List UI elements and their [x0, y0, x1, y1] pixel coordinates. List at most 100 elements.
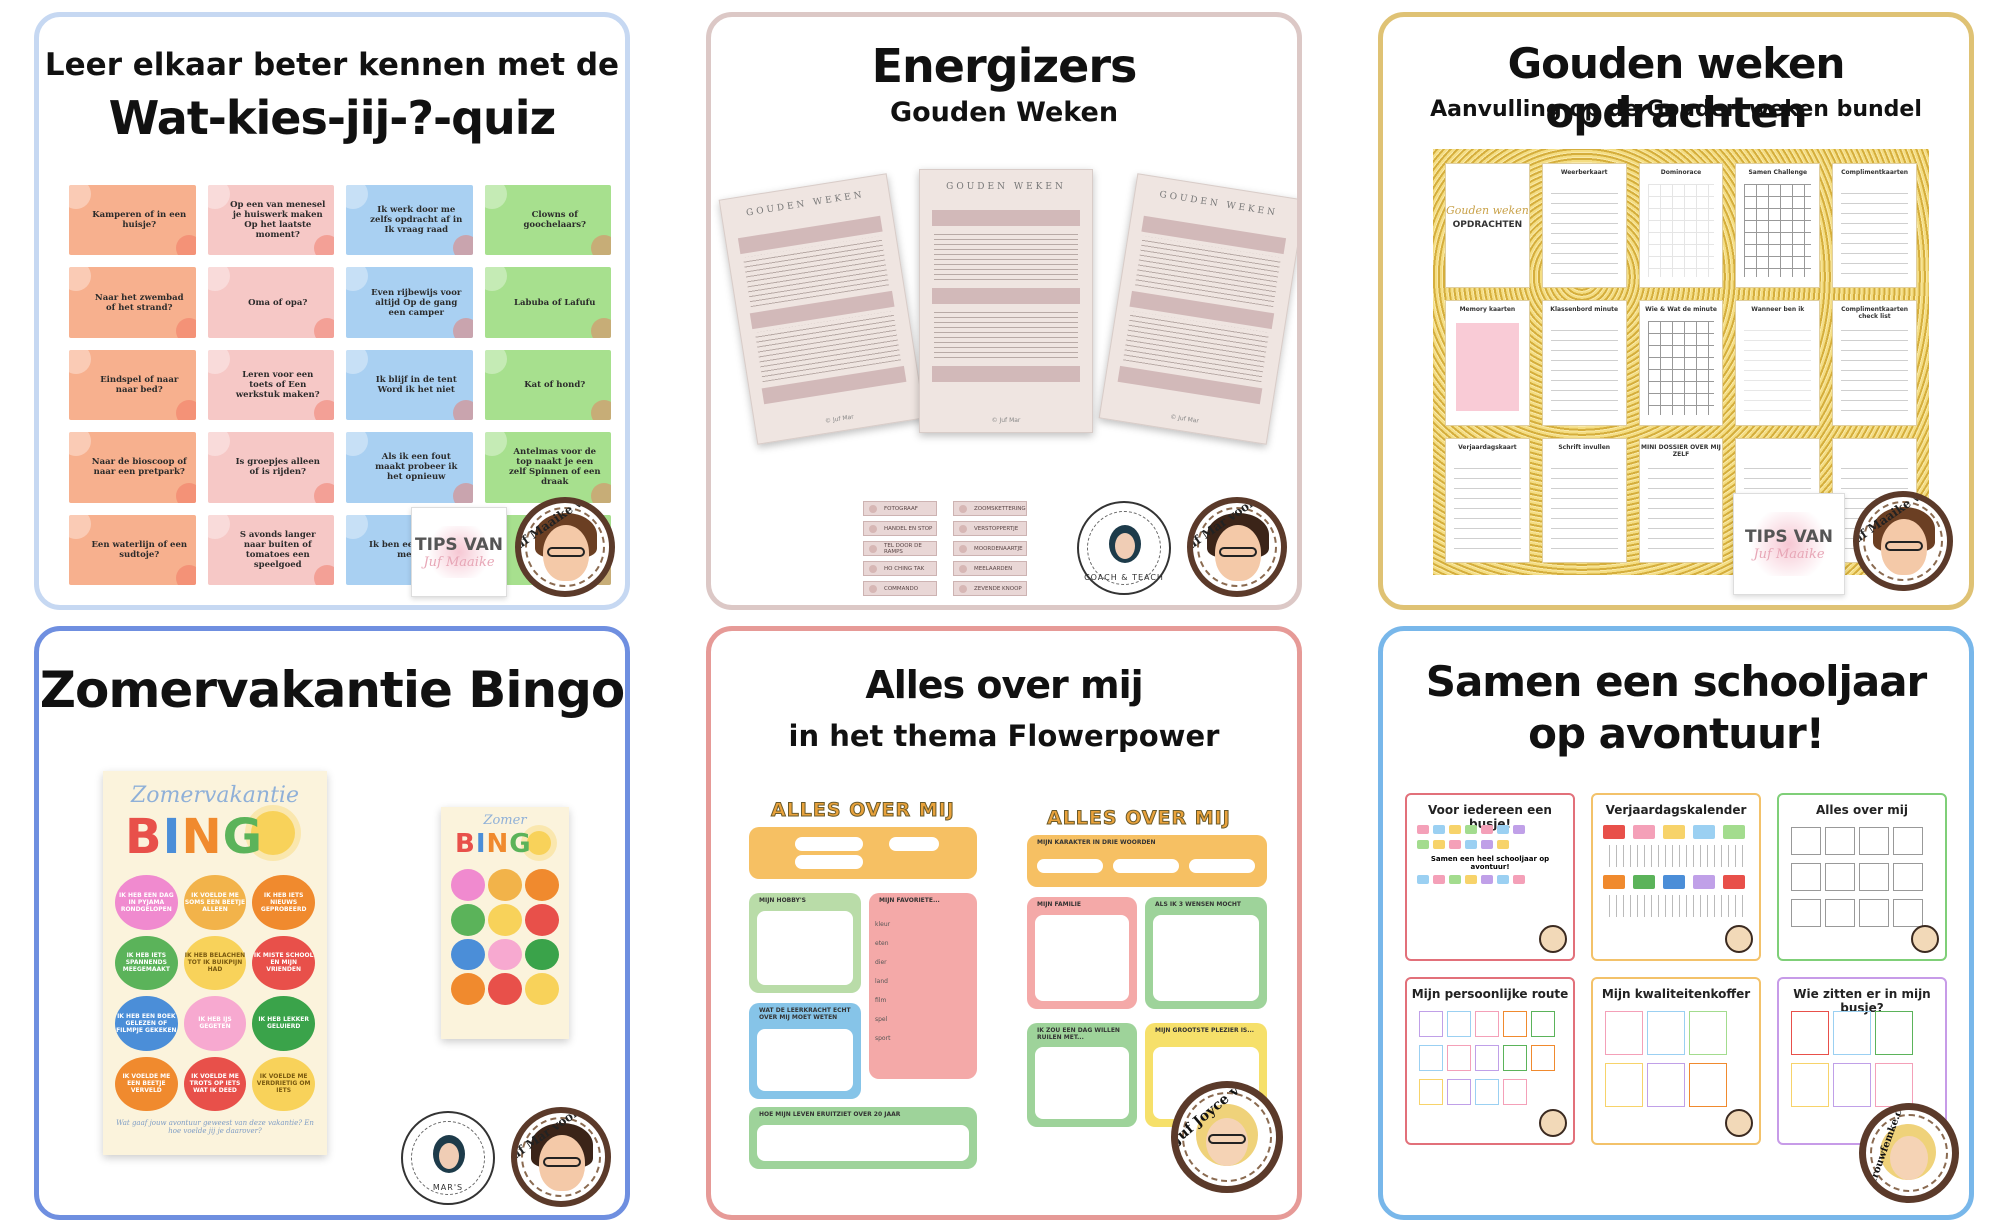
- wishes-box: ALS IK 3 WENSEN MOCHT: [1145, 897, 1267, 1009]
- quiz-cell: Kat of hond?: [484, 349, 611, 421]
- swap-box: IK ZOU EEN DAG WILLEN RUILEN MET...: [1027, 1023, 1137, 1127]
- energizer-chip: HO CHING TAK: [863, 561, 937, 576]
- quiz-cell: Leren voor een toets of Een werkstuk mak…: [207, 349, 334, 421]
- gouden-page: Schrift invullen: [1541, 437, 1627, 563]
- energizer-chip: HANDEL EN STOP: [863, 521, 937, 536]
- bingo-card[interactable]: Zomervakantie Bingo Zomervakantie BING I…: [34, 626, 630, 1220]
- gouden-page: Complimentkaarten check list: [1832, 300, 1917, 426]
- bingo-script: Zomervakantie: [131, 783, 299, 808]
- bingo-circle-small: [451, 869, 485, 901]
- bingo-circle: IK HEB EEN DAG IN PYJAMA RONDGELOPEN: [115, 875, 178, 930]
- school-tile: Mijn persoonlijke route: [1405, 977, 1575, 1145]
- gouden-weken-card[interactable]: Gouden weken opdrachten Aanvulling op de…: [1378, 12, 1974, 610]
- energizer-chip: COMMANDO: [863, 581, 937, 596]
- doc-heading: GOUDEN WEKEN: [1158, 190, 1279, 219]
- quiz-cell: Clowns of goochelaars?: [484, 185, 611, 256]
- bingo-circle-small: [488, 973, 522, 1005]
- avatar: [1539, 1109, 1567, 1137]
- doc-footer: © Juf Mar: [991, 417, 1021, 424]
- gouden-page: Samen Challenge: [1735, 163, 1821, 289]
- energizer-chip: TEL DOOR DE RAMPS: [863, 541, 937, 556]
- bingo-circle: IK HEB IETS NIEUWS GEPROBEERD: [252, 875, 315, 930]
- gouden-page: Klassenbord minute: [1541, 300, 1627, 426]
- bingo-circle: IK VOELDE ME TROTS OP IETS WAT IK DEED: [183, 1056, 247, 1111]
- sun-icon: [251, 811, 295, 855]
- bingo-circle-small: [525, 938, 559, 971]
- bingo-circle: IK VOELDE ME SOMS EEN BEETJE ALLEEN: [183, 875, 247, 930]
- tile-center-text: Samen een heel schooljaar op avontuur!: [1430, 855, 1550, 871]
- bingo-circle: IK HEB BELACHEN TOT IK BUIKPIJN HAD: [183, 935, 247, 990]
- quiz-cell: Is groepjes alleen of is rijden?: [207, 432, 334, 503]
- tips-line1: TIPS VAN: [415, 534, 503, 555]
- gouden-page: Weerberkaart: [1541, 163, 1627, 289]
- alles-title-line1: Alles over mij: [865, 663, 1143, 707]
- quiz-cell: Eindspel of naar naar bed?: [69, 349, 196, 421]
- juf-mar-badge: Juf Mar voor: [511, 1107, 611, 1207]
- family-box: MIJN FAMILIE: [1027, 897, 1137, 1009]
- sheet-heading-left: ALLES OVER MIJ: [771, 799, 955, 822]
- mars-coach-logo: COACH & TEACH: [1077, 501, 1171, 595]
- quiz-cell: S avonds langer naar buiten of tomatoes …: [207, 514, 334, 585]
- tips-line2: Juf Maaike: [423, 554, 495, 570]
- energizer-chip: MEELAARDEN: [953, 561, 1027, 576]
- bingo-circle-small: [488, 869, 522, 901]
- energizer-chip: VERSTOPPERTJE: [953, 521, 1027, 536]
- bingo-small-script: Zomer: [483, 813, 527, 828]
- sheet-heading-right: ALLES OVER MIJ: [1047, 807, 1231, 830]
- bingo-circle: IK HEB EEN BOEK GELEZEN OF FILMPJE GEKEK…: [115, 996, 178, 1051]
- energizer-chip: ZEVENDE KNOOP: [953, 581, 1027, 596]
- avatar: [1725, 1109, 1753, 1137]
- energizers-title: Energizers: [871, 39, 1138, 93]
- quiz-cell: Naar het zwembad of het strand?: [69, 267, 196, 338]
- quiz-cell: Antelmas voor de top naakt je een zelf S…: [484, 432, 611, 503]
- juf-maaike-badge: Juf Maaike voor: [515, 497, 615, 597]
- doc-heading: GOUDEN WEKEN: [745, 190, 866, 219]
- quiz-cell: Oma of opa?: [207, 267, 334, 338]
- quiz-cell: Op een van menesel je huiswerk maken Op …: [207, 185, 334, 256]
- gouden-title: Gouden weken opdrachten: [1507, 39, 1846, 137]
- alles-title-line2: in het thema Flowerpower: [788, 719, 1220, 753]
- bingo-circle-small: [451, 973, 485, 1005]
- energizer-list-left: FOTOGRAAF HANDEL EN STOP TEL DOOR DE RAM…: [863, 501, 937, 596]
- school-tile: Alles over mij: [1777, 793, 1947, 961]
- schooljaar-card[interactable]: Samen een schooljaar op avontuur! Voor i…: [1378, 626, 1974, 1220]
- avatar: [1539, 925, 1567, 953]
- favorite-labels: kleur eten dier land film spel sport: [875, 921, 891, 1042]
- doc-heading: GOUDEN WEKEN: [946, 182, 1066, 192]
- gouden-page: Wie & Wat de minute: [1638, 300, 1724, 426]
- gouden-page: Dominorace: [1638, 163, 1724, 289]
- bingo-circle: IK VOELDE ME EEN BEETJE VERVELD: [115, 1056, 178, 1111]
- tips-van-logo: TIPS VAN Juf Maaike: [411, 507, 507, 597]
- energizer-chip: ZOOMSKETTERING: [953, 501, 1027, 516]
- cover-bold: OPDRACHTEN: [1452, 220, 1523, 230]
- bingo-circle-small: [488, 938, 522, 971]
- name-box: [749, 827, 977, 879]
- quiz-cell: Als ik een fout maakt probeer ik het opn…: [346, 432, 473, 503]
- tips-van-logo: TIPS VAN Juf Maaike: [1733, 493, 1845, 595]
- mars-coach-logo: MAR'S: [401, 1111, 495, 1205]
- energizers-card[interactable]: Energizers Gouden Weken GOUDEN WEKEN © J…: [706, 12, 1302, 610]
- bingo-footer: Wat gaaf jouw avontuur geweest van deze …: [116, 1119, 314, 1135]
- quiz-title-line2: Wat-kies-jij-?-quiz: [108, 91, 557, 145]
- quiz-cell: Labuba of Lafufu: [484, 267, 611, 338]
- school-tile: Mijn kwaliteitenkoffer: [1591, 977, 1761, 1145]
- quiz-cell: Kamperen of in een huisje?: [69, 185, 196, 256]
- juf-joyce-badge: Juf Joyce voor: [1171, 1081, 1283, 1193]
- bingo-circle: IK HEB IJS GEGETEN: [183, 996, 247, 1051]
- energizers-subtitle: Gouden Weken: [889, 97, 1119, 128]
- energizer-doc-left: GOUDEN WEKEN © Juf Mar: [718, 173, 926, 445]
- gouden-subtitle: Aanvulling op de Gouden weken bundel: [1430, 97, 1922, 122]
- gouden-page: Complimentkaarten: [1832, 163, 1917, 289]
- coach-label: MAR'S: [432, 1183, 464, 1192]
- bingo-circles-large: IK HEB EEN DAG IN PYJAMA RONDGELOPEN IK …: [115, 875, 315, 1111]
- bingo-circles-small: [451, 869, 559, 1005]
- alles-over-mij-card[interactable]: Alles over mij in het thema Flowerpower …: [706, 626, 1302, 1220]
- bingo-title: Zomervakantie Bingo: [39, 661, 625, 719]
- bingo-sheet-small: Zomer BING: [441, 807, 569, 1039]
- quiz-card[interactable]: Leer elkaar beter kennen met de Wat-kies…: [34, 12, 630, 610]
- quiz-cell: Een waterlijn of een sudtoje?: [69, 514, 196, 585]
- gouden-page: Memory kaarten: [1445, 300, 1530, 426]
- juf-mar-badge: Juf Mar voor: [1187, 497, 1287, 597]
- bingo-word: BING: [125, 809, 264, 865]
- energizer-chip: MOORDENAARTJE: [953, 541, 1027, 556]
